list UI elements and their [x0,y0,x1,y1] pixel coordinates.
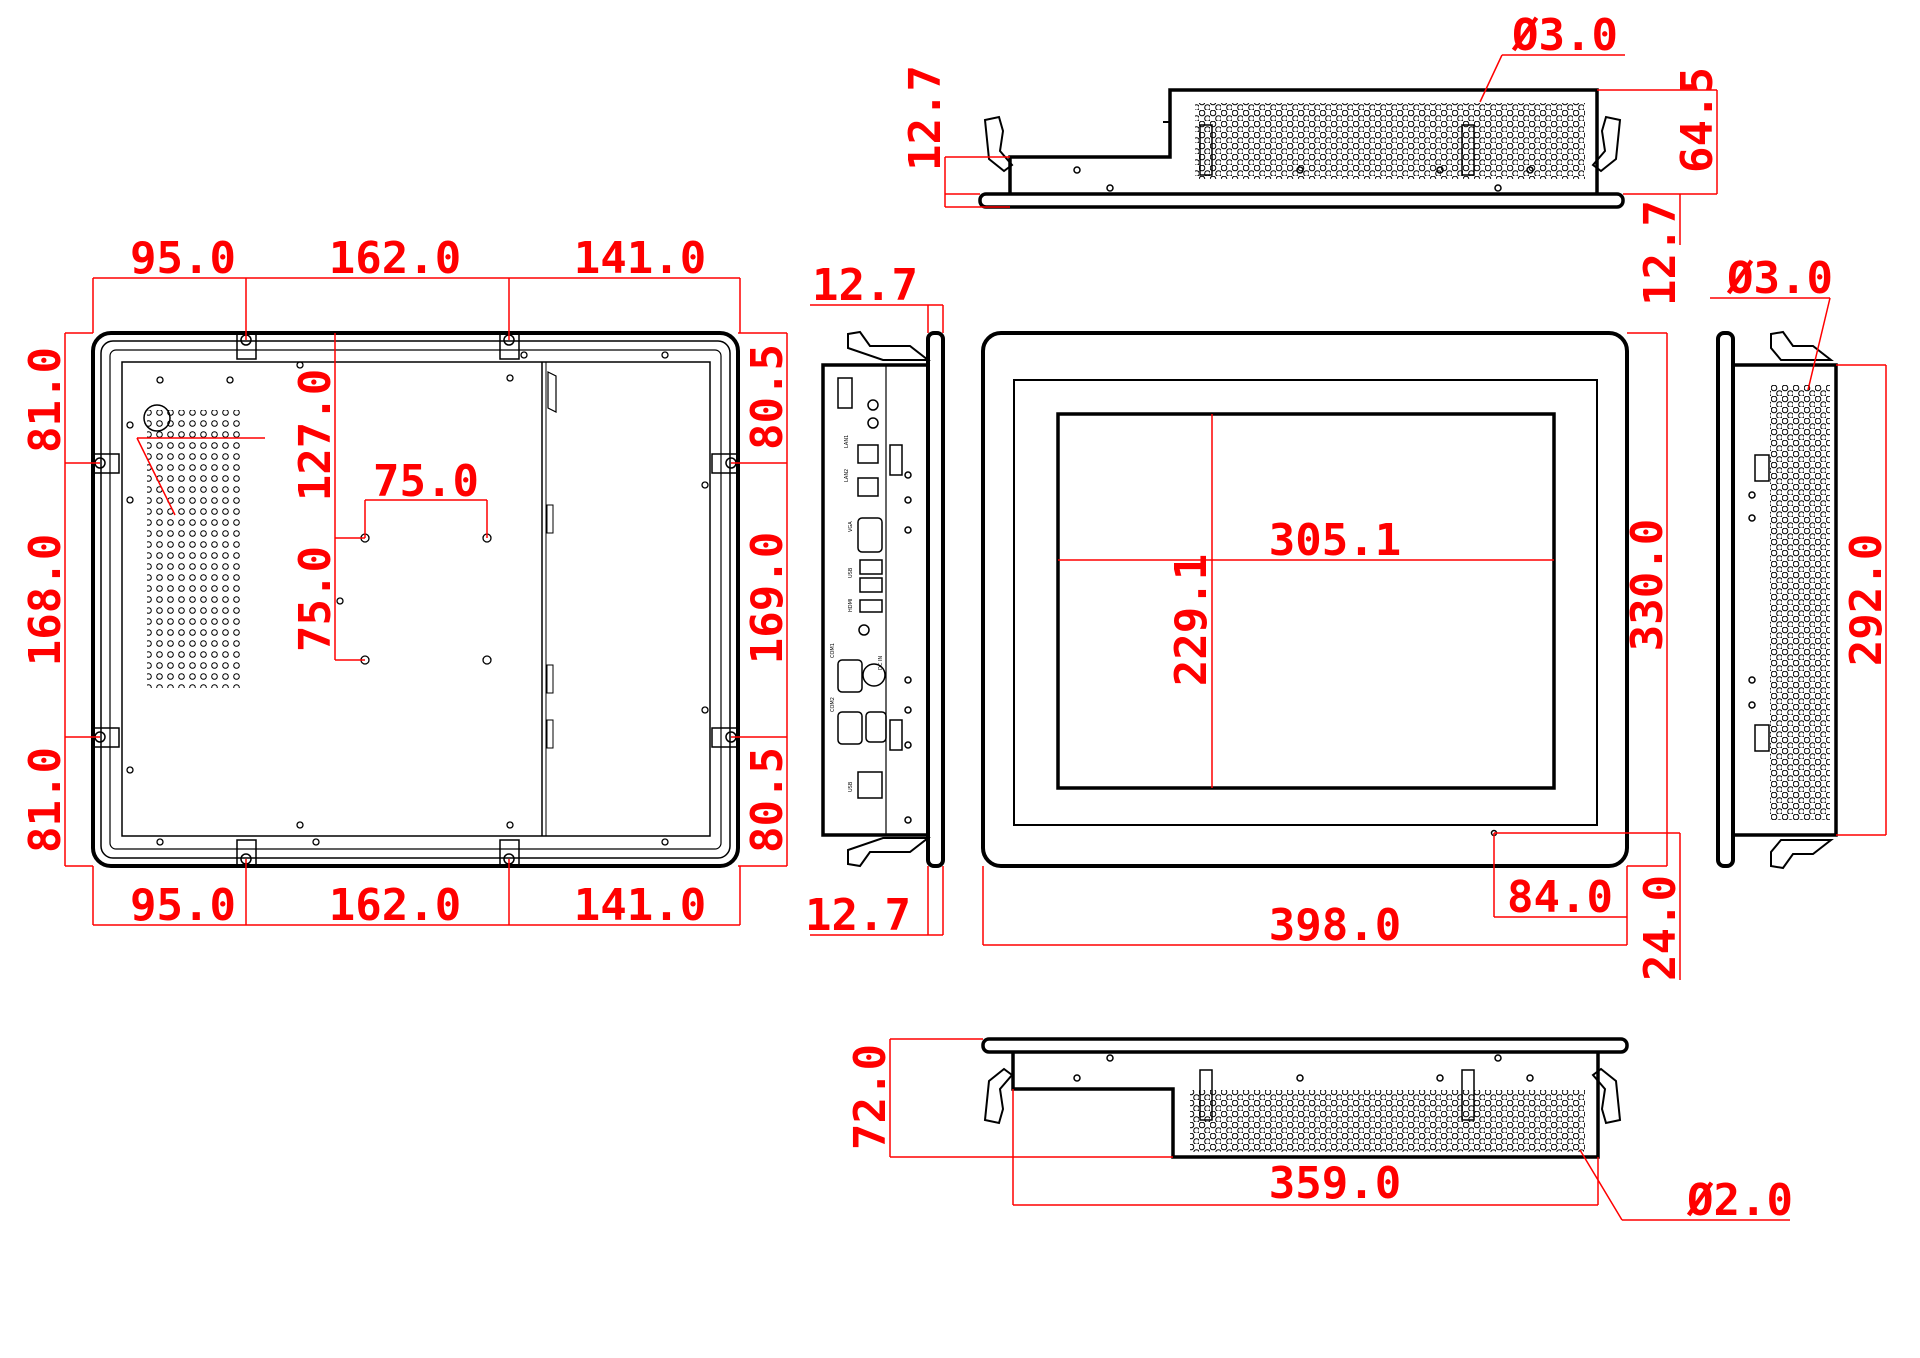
dim-rear-top-b: 162.0 [329,233,461,284]
dim-right-hole: Ø3.0 [1726,253,1833,304]
rear-vent-grille [147,410,243,688]
svg-text:HDMI: HDMI [848,599,854,612]
dim-rear-right-b: 169.0 [742,532,793,664]
io-port-labels: LAN1 LAN2 VGA USB HDMI COM1 COM2 DC IN U… [830,435,884,792]
dim-side-bottom: 12.7 [805,890,911,941]
dim-rear-top-c: 141.0 [574,233,706,284]
dim-led-x: 84.0 [1507,872,1613,923]
svg-text:LAN1: LAN1 [844,435,850,448]
side-view-right [1716,330,1838,870]
dim-bottom-width: 359.0 [1269,1158,1401,1209]
front-view [981,331,1629,868]
svg-text:COM1: COM1 [830,643,836,658]
dim-rear-left-c: 81.0 [20,747,71,853]
dim-active-width: 305.1 [1269,515,1401,566]
dim-right-height: 292.0 [1841,534,1892,666]
dim-led-y: 24.0 [1635,875,1686,981]
dim-front-height: 330.0 [1622,519,1673,651]
dim-top-thickness: 12.7 [900,65,951,171]
side-view-io [821,330,945,868]
dim-rear-bottom-c: 141.0 [574,880,706,931]
dim-front-width: 398.0 [1269,900,1401,951]
top-view [978,88,1625,209]
dimension-labels: 95.0 162.0 141.0 95.0 162.0 141.0 81.0 1… [20,10,1892,1226]
svg-text:VGA: VGA [848,521,854,532]
dim-rear-left-b: 168.0 [20,534,71,666]
dim-rear-right-c: 80.5 [742,747,793,853]
dim-bottom-hole: Ø2.0 [1686,1175,1793,1226]
dim-top-bezel: 12.7 [1635,200,1686,306]
dim-active-height: 229.1 [1166,554,1217,686]
dim-top-depth: 64.5 [1672,67,1723,173]
rear-view [91,331,740,868]
svg-text:USB: USB [848,781,854,792]
dim-rear-bottom-b: 162.0 [329,880,461,931]
dim-rear-bottom-a: 95.0 [130,880,236,931]
dim-vesa-vertical: 75.0 [290,546,341,652]
svg-text:COM2: COM2 [830,697,836,712]
ground-screw-icon [143,404,171,432]
dim-top-hole: Ø3.0 [1511,10,1618,61]
bottom-view [981,1037,1629,1159]
vesa-holes [126,351,709,846]
dim-vesa-horizontal: 75.0 [373,456,479,507]
dim-rear-left-a: 81.0 [20,347,71,453]
dim-side-top: 12.7 [812,260,918,311]
svg-text:USB: USB [848,567,854,578]
svg-text:LAN2: LAN2 [844,469,850,482]
dimension-lines [64,54,1887,1221]
dim-vesa-top: 127.0 [290,369,341,501]
svg-text:DC IN: DC IN [878,656,884,670]
dim-bottom-depth: 72.0 [845,1044,896,1150]
dim-rear-top-a: 95.0 [130,233,236,284]
dim-rear-right-a: 80.5 [742,344,793,450]
